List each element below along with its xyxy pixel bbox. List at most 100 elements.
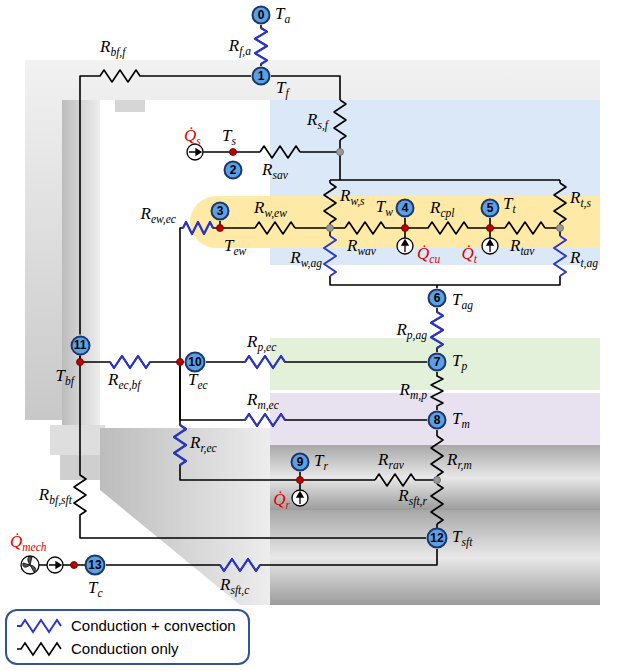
resistance-label: Rp,ec <box>247 332 276 354</box>
heat-source-label: Q̇t <box>462 244 478 266</box>
symbol-letter: R <box>39 485 49 504</box>
subscript: m <box>461 418 469 431</box>
symbol-letter: R <box>247 332 257 351</box>
temperature-dot <box>230 149 237 156</box>
thermal-resistance-link <box>206 356 427 368</box>
node-circle-shape <box>428 529 447 548</box>
symbol-letter: T <box>224 236 233 255</box>
symbol-letter: R <box>510 236 520 255</box>
temperature-label: Tt <box>503 194 516 216</box>
symbol-letter: T <box>56 366 65 385</box>
subscript: p <box>461 360 467 373</box>
subscript: bf <box>65 375 74 388</box>
resistance-label: Rt,ag <box>570 248 598 270</box>
subscript: ag <box>461 299 473 312</box>
symbol-letter: Q̇ <box>462 244 474 263</box>
subscript: p,ec <box>257 341 276 354</box>
temperature-label: Tp <box>452 351 467 373</box>
resistor-symbol <box>110 356 150 368</box>
resistance-label: Rbf,f <box>100 37 125 59</box>
winding-band <box>190 196 600 248</box>
symbol-letter: T <box>452 290 461 309</box>
subscript: w,ag <box>301 257 322 270</box>
resistor-symbol <box>554 183 566 223</box>
resistor-symbol <box>334 100 346 140</box>
temperature-dot <box>77 359 84 366</box>
resistance-label: Rp,ag <box>396 320 427 342</box>
node-number: 3 <box>217 205 224 217</box>
subscript: m,ec <box>257 399 278 412</box>
node-circle: 6Tag <box>427 288 447 308</box>
subscript: t,ag <box>580 257 598 270</box>
node-circle: 0Ta <box>251 5 271 25</box>
temperature-label: Tew <box>224 236 246 258</box>
junction-dot <box>327 225 334 232</box>
temperature-label: Tr <box>314 451 328 473</box>
subscript: sft <box>461 536 472 549</box>
node-number: 10 <box>188 356 201 368</box>
shaft-band <box>270 510 600 605</box>
symbol-letter: R <box>398 486 408 505</box>
node-number: 13 <box>88 559 101 571</box>
temperature-label: Ta <box>275 4 290 26</box>
symbol-letter: R <box>100 37 110 56</box>
subscript: w <box>385 206 393 219</box>
symbol-letter: T <box>222 126 231 145</box>
resistor-symbol <box>255 222 295 234</box>
subscript: w,s <box>350 195 364 208</box>
node-circle-shape <box>186 353 205 372</box>
subscript: f,a <box>239 45 251 58</box>
resistance-label: Rsav <box>262 160 288 182</box>
temperature-label: Tec <box>188 370 208 392</box>
resistance-label: Rrav <box>378 450 404 472</box>
subscript: c <box>97 587 102 600</box>
resistance-label: Rsft,r <box>398 486 427 508</box>
node-circle-shape <box>429 412 446 429</box>
symbol-letter: T <box>275 4 284 23</box>
node-number: 11 <box>74 339 87 351</box>
temperature-dot <box>217 225 224 232</box>
subscript: sft,c <box>230 584 249 597</box>
housing-tab <box>115 100 145 112</box>
resistor-symbol <box>324 236 336 276</box>
resistor-symbol <box>183 222 213 234</box>
resistance-label: Rbf,sft <box>39 485 72 507</box>
node-circle-shape <box>292 454 309 471</box>
symbol-letter: Q̇ <box>417 244 429 263</box>
node-circle-shape <box>429 290 446 307</box>
symbol-letter: T <box>188 370 197 389</box>
temperature-label: Ts <box>222 126 236 148</box>
legend-row: Conduction only <box>15 637 236 660</box>
node-circle: 2Ts <box>223 160 243 180</box>
resistance-label: Rr,m <box>447 450 472 472</box>
thermal-resistance-link <box>431 372 443 410</box>
resistance-label: Rew,ec <box>141 204 177 226</box>
resistance-label: Rr,ec <box>190 433 217 455</box>
subscript: ec <box>197 379 207 392</box>
heat-source-label: Q̇cu <box>417 244 440 266</box>
resistor-symbol <box>431 312 443 348</box>
resistor-symbol <box>17 620 61 632</box>
heat-source-arrow <box>297 492 303 504</box>
node-circle: 11Tbf <box>70 335 91 356</box>
symbol-letter: R <box>229 36 239 55</box>
node-circle: 1Tf <box>251 66 271 86</box>
symbol-letter: R <box>190 433 200 452</box>
node-number: 0 <box>258 9 265 21</box>
legend-swatch <box>15 641 63 657</box>
resistance-label: Rm,p <box>400 380 427 402</box>
thermal-resistance-link <box>106 549 437 571</box>
resistance-label: Rt,s <box>570 188 591 210</box>
thermal-resistance-link <box>405 218 490 234</box>
symbol-letter: Q̇ <box>273 490 285 509</box>
symbol-letter: R <box>307 110 317 129</box>
temperature-dot <box>177 359 184 366</box>
legend-swatch <box>15 618 63 634</box>
subscript: s <box>196 135 201 148</box>
symbol-letter: T <box>276 78 285 97</box>
subscript: r,ec <box>200 442 216 455</box>
resistor-symbol <box>324 183 336 223</box>
resistor-symbol <box>17 643 61 655</box>
resistor-symbol <box>255 28 267 64</box>
resistor-symbol <box>505 222 545 234</box>
